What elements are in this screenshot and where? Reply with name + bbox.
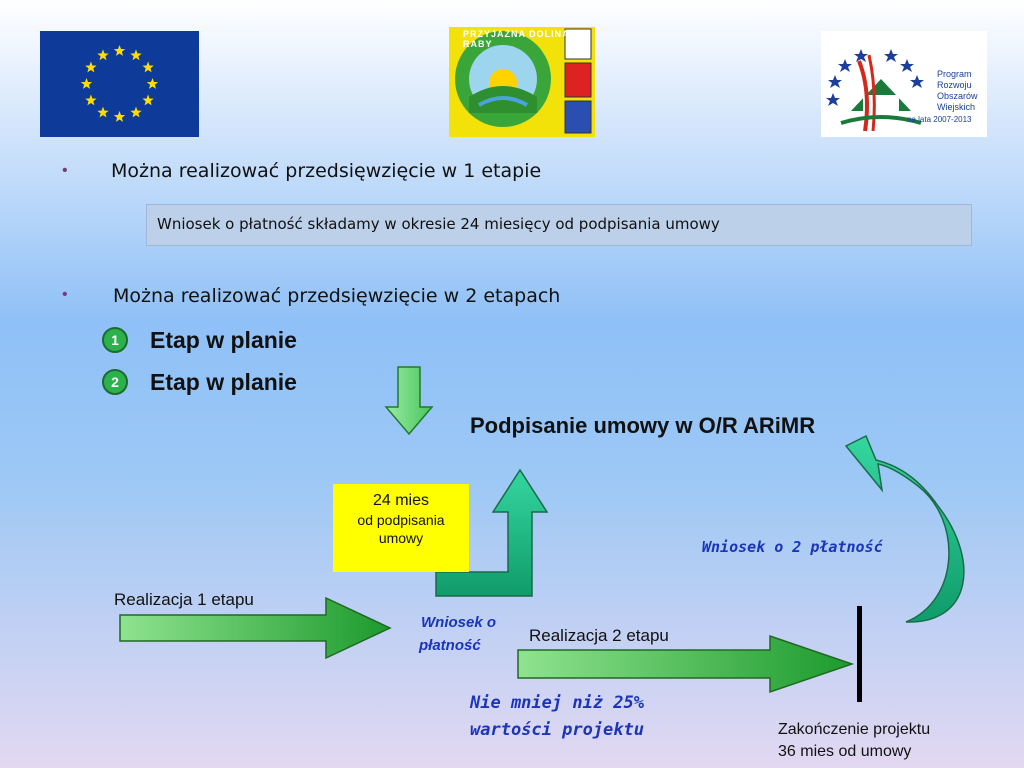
eu-star-icon bbox=[113, 45, 126, 56]
curved-return-arrow-icon bbox=[844, 434, 965, 623]
min25-line2: wartości projektu bbox=[470, 720, 644, 740]
bullet-text-2: Można realizować przedsięwzięcie w 2 eta… bbox=[113, 285, 561, 307]
eu-star-icon bbox=[80, 78, 93, 89]
bent-up-arrow-icon bbox=[435, 468, 549, 597]
eu-star-icon bbox=[130, 49, 142, 61]
prow-logo: Program Rozwoju Obszarów Wiejskich na la… bbox=[821, 31, 987, 137]
realizacja2-label: Realizacja 2 etapu bbox=[529, 626, 669, 645]
deadline-box: 24 mies od podpisania umowy bbox=[333, 484, 469, 572]
bullet-dot-2: • bbox=[62, 286, 68, 303]
prow-line1: Program bbox=[937, 69, 972, 79]
prow-line5: na lata 2007-2013 bbox=[907, 115, 972, 124]
eu-star-icon bbox=[142, 61, 154, 73]
prow-line3: Obszarów bbox=[937, 91, 978, 101]
stage-number-2-icon: 2 bbox=[102, 369, 128, 395]
eu-star-icon bbox=[113, 111, 126, 122]
stage-number-1-icon: 1 bbox=[102, 327, 128, 353]
eu-star-icon bbox=[97, 49, 109, 61]
eu-star-icon bbox=[85, 61, 97, 73]
prow-line4: Wiejskich bbox=[937, 102, 976, 112]
contract-signing-heading: Podpisanie umowy w O/R ARiMR bbox=[470, 413, 816, 438]
project-end-line bbox=[857, 606, 862, 702]
prow-line2: Rozwoju bbox=[937, 80, 972, 90]
realizacja2-arrow-icon bbox=[517, 634, 855, 694]
note-box: Wniosek o płatność składamy w okresie 24… bbox=[146, 204, 972, 246]
eu-stars-icon bbox=[80, 45, 159, 122]
realizacja1-label: Realizacja 1 etapu bbox=[114, 590, 254, 609]
bullet-dot-1: • bbox=[62, 162, 68, 179]
stage-label-1: Etap w planie bbox=[150, 327, 297, 353]
eu-star-icon bbox=[146, 78, 159, 89]
realizacja1-arrow-icon bbox=[119, 596, 392, 660]
bullet-text-1: Można realizować przedsięwzięcie w 1 eta… bbox=[111, 160, 542, 182]
min25-line1: Nie mniej niż 25% bbox=[470, 693, 644, 713]
eu-flag-logo bbox=[40, 31, 199, 137]
wniosek1-line2: płatność bbox=[419, 637, 481, 654]
dolina-raby-logo: PRZYJAZNA DOLINA RABY bbox=[449, 27, 595, 137]
wniosek1-line1: Wniosek o bbox=[421, 614, 497, 631]
eu-star-icon bbox=[85, 94, 97, 106]
dolina-ring-text: PRZYJAZNA DOLINA RABY bbox=[463, 29, 570, 49]
eu-star-icon bbox=[130, 106, 142, 118]
eu-star-icon bbox=[142, 94, 154, 106]
deadline-line3: umowy bbox=[378, 530, 424, 546]
end-line1: Zakończenie projektu bbox=[778, 721, 931, 738]
eu-star-icon bbox=[97, 106, 109, 118]
deadline-line1: 24 mies bbox=[372, 492, 430, 509]
stage-label-2: Etap w planie bbox=[150, 369, 297, 395]
note-text: Wniosek o płatność składamy w okresie 24… bbox=[157, 215, 720, 233]
end-line2: 36 mies od umowy bbox=[778, 743, 912, 760]
deadline-line2: od podpisania bbox=[357, 512, 445, 528]
down-arrow-icon bbox=[384, 366, 434, 436]
wniosek2-label: Wniosek o 2 płatność bbox=[702, 538, 883, 556]
